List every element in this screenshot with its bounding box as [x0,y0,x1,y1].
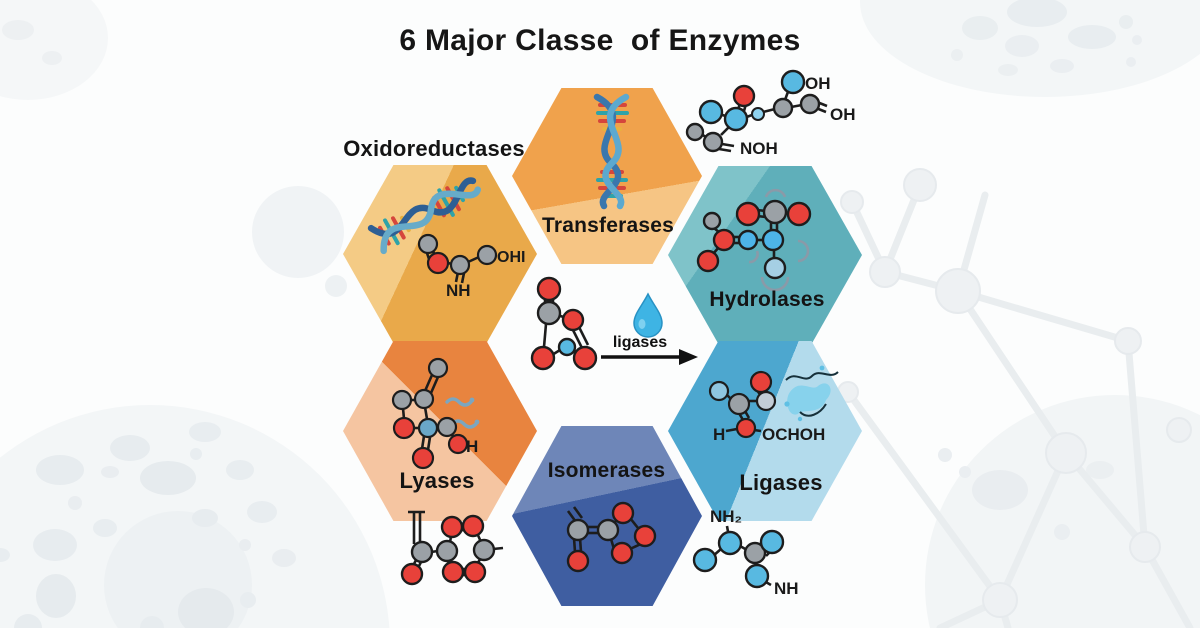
molecule-top-right: OH OH NOH [685,69,856,158]
annotation-nh: NH [774,579,799,598]
reaction: ligases [601,334,698,365]
molecule-center-ring [530,276,598,371]
annotation-oh-top: OH [805,74,831,93]
page-title: 6 Major Classe of Enzymes [399,24,801,57]
cell-top-left [0,0,108,100]
water-droplet-icon [633,292,663,338]
molecule-bottom-left [400,510,504,586]
cell-top-right [860,0,1200,97]
label-oxidoreductases: Oxidoreductases [343,136,525,161]
reaction-arrowhead [679,349,698,365]
label-isomerases: Isomerases [547,459,666,482]
hexagon-isomerases [512,426,702,606]
label-lyases: Lyases [399,468,475,493]
hexagon-oxidoreductases [343,165,537,343]
label-transferases: Transferases [542,214,674,237]
reaction-label: ligases [613,334,667,351]
annotation-noh: NOH [740,139,778,158]
annotation-oh-right: OH [830,105,856,124]
hexagon-lyases [343,341,537,521]
cell-bottom-left [0,405,390,628]
label-ligases: Ligases [739,470,823,495]
molecule-network [844,181,1194,628]
cell-bottom-right [925,395,1200,628]
label-hydrolases: Hydrolases [709,288,825,311]
molecule-network-nodes [837,168,1192,618]
hexagon-hydrolases [668,166,862,344]
sphere-left [252,186,347,297]
